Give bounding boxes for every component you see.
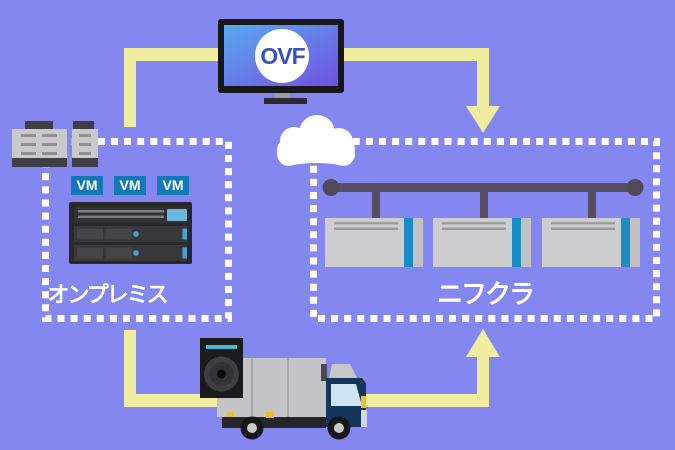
cloud-server-icon: [433, 218, 531, 267]
arrow-down-icon: [466, 106, 500, 133]
headlight: [361, 396, 366, 408]
network-bus: [322, 179, 644, 219]
vm-badge: VM: [71, 176, 103, 195]
storage-unit-icon: [200, 338, 243, 398]
server-rack-icon: [69, 202, 192, 264]
monitor-icon: [218, 19, 344, 104]
onprem-label: オンプレミス: [47, 282, 168, 307]
ovf-badge-label: OVF: [260, 43, 305, 69]
onprem-box-border: [42, 138, 232, 322]
arrow-up-icon: [466, 329, 500, 357]
cloud-server-icon: [325, 218, 423, 267]
cloud-icon: [277, 115, 355, 166]
vm-badge: VM: [157, 176, 189, 195]
building-icon: [12, 121, 98, 167]
cloud-box-border: [310, 138, 660, 322]
vm-badge: VM: [114, 176, 146, 195]
nifcloud-label: ニフクラ: [436, 279, 535, 309]
ovf-badge-circle: [255, 29, 309, 83]
cloud-server-icon: [542, 218, 640, 267]
